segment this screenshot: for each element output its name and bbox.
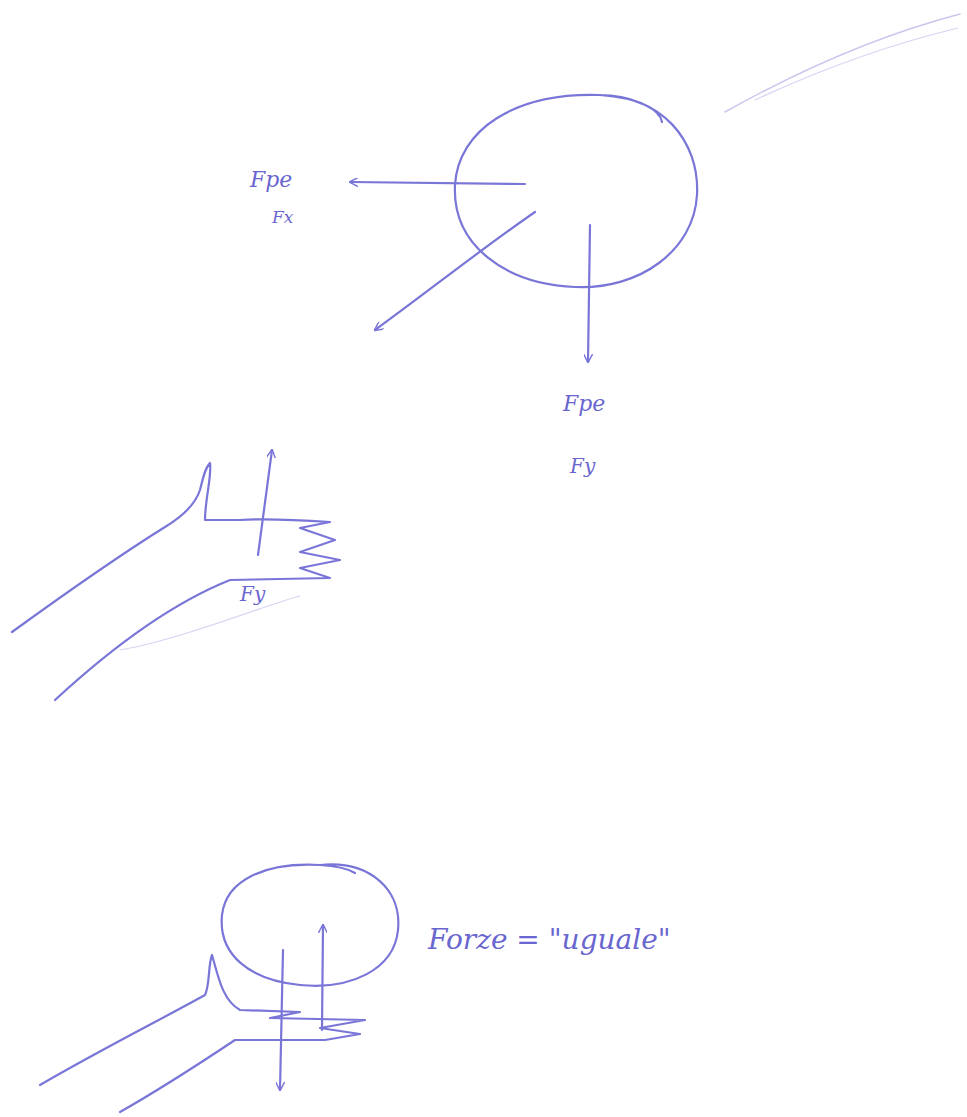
- force-arrow: [375, 212, 535, 330]
- force-arrow: [588, 225, 590, 362]
- hand-outline: [40, 955, 365, 1112]
- arm-shadow: [120, 596, 300, 650]
- force-label: Fy: [240, 583, 265, 605]
- force-arrow: [322, 925, 323, 1030]
- motion-streak: [755, 28, 958, 100]
- force-arrow: [280, 950, 283, 1090]
- motion-streak: [725, 14, 960, 112]
- note-text: Forze = "uguale": [428, 925, 671, 956]
- hand-outline: [12, 463, 340, 700]
- force-label: Fpe: [563, 392, 605, 416]
- ball-outline: [222, 864, 399, 985]
- force-label: Fy: [570, 455, 595, 477]
- ball-outline: [455, 95, 697, 287]
- force-arrow: [258, 450, 272, 555]
- force-label: Fpe: [250, 168, 292, 192]
- force-label: Fx: [272, 208, 293, 227]
- force-arrow: [350, 182, 525, 184]
